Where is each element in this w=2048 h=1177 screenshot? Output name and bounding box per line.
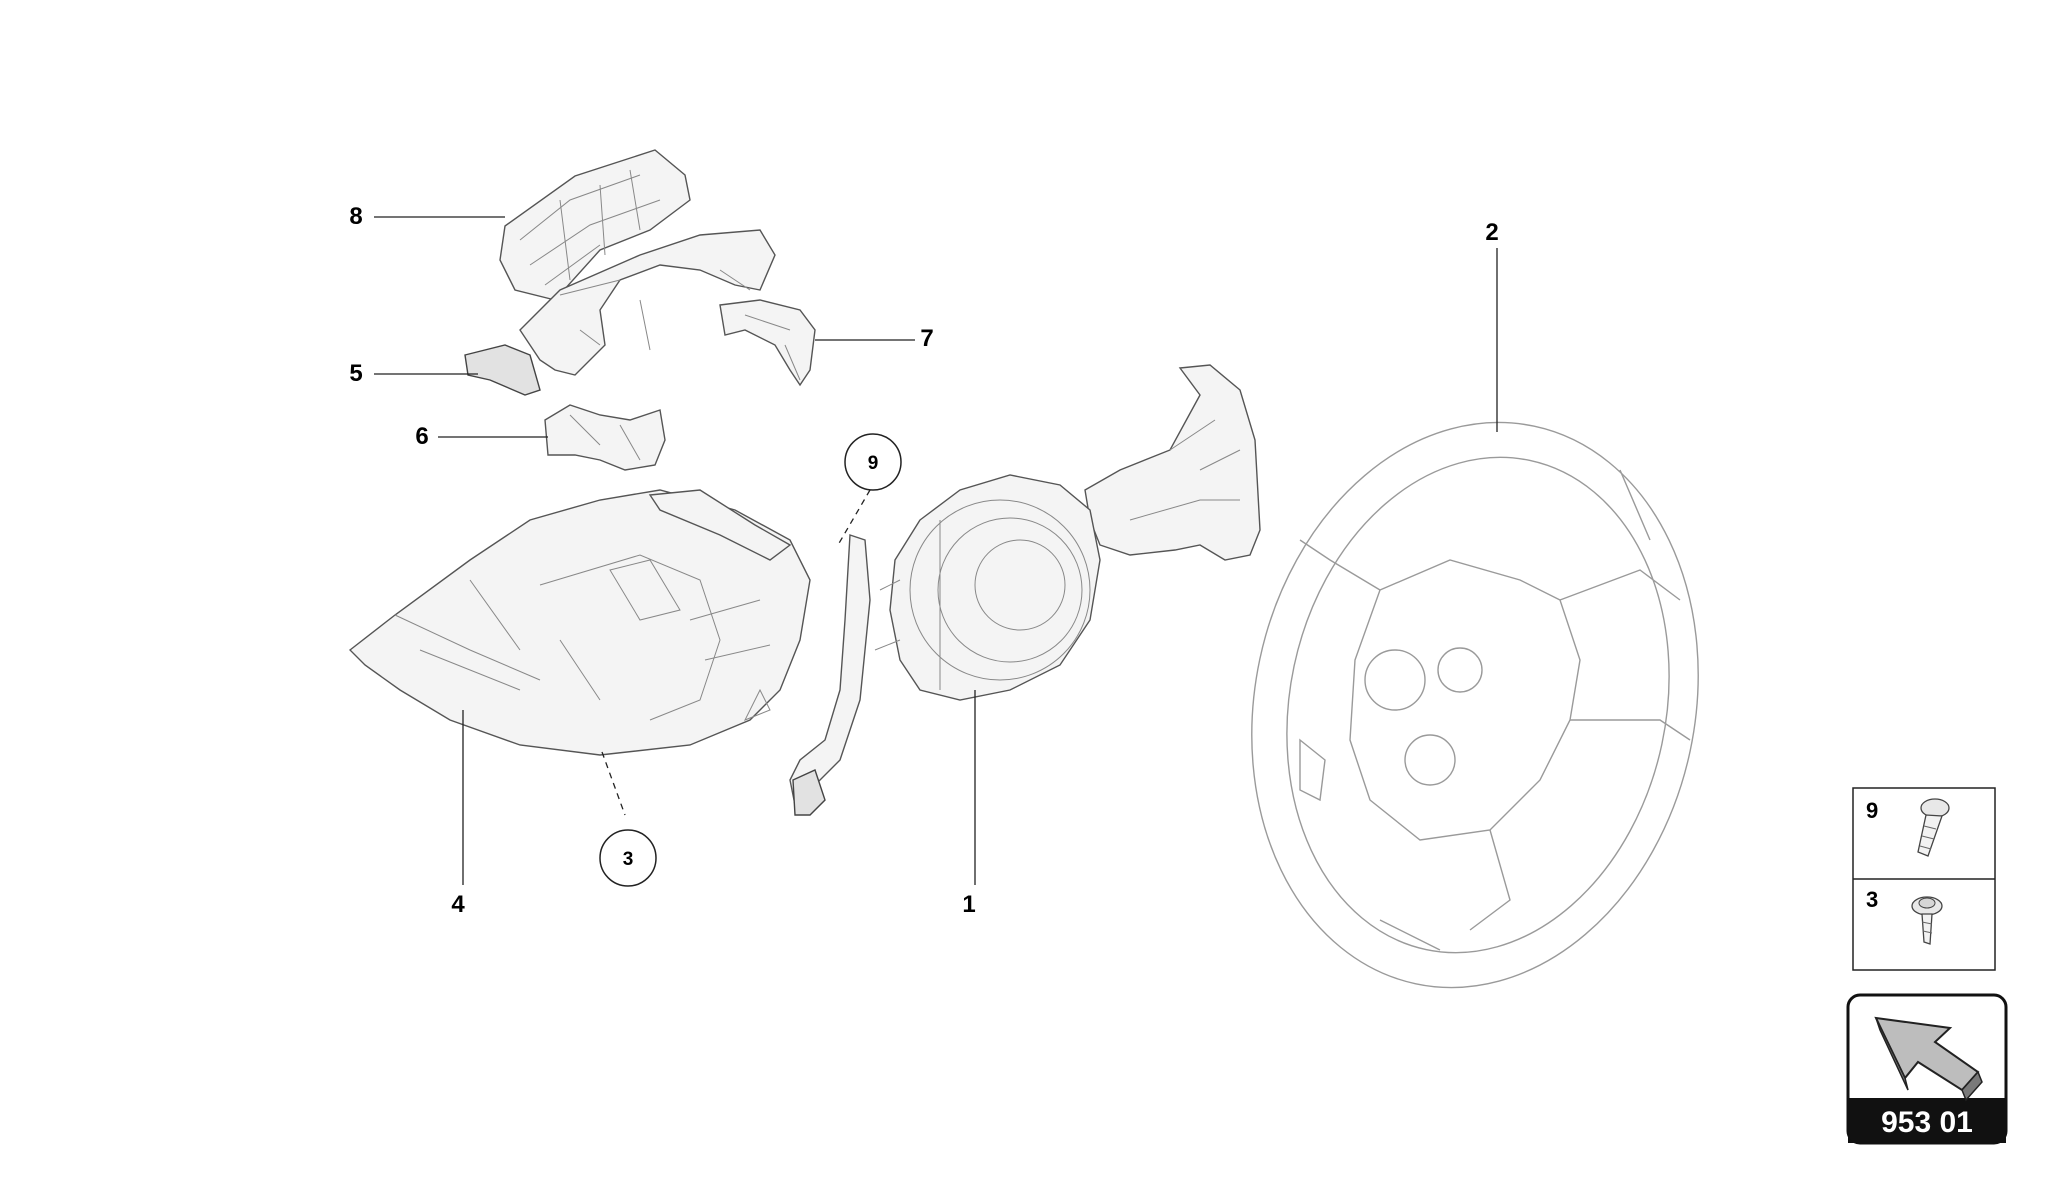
svg-text:3: 3 xyxy=(623,849,634,870)
callout-4: 4 xyxy=(451,891,465,918)
upper-steering-shroud xyxy=(519,229,776,376)
callout-1: 1 xyxy=(962,891,975,918)
svg-text:9: 9 xyxy=(868,453,879,474)
part-5-trim-clip xyxy=(464,344,541,396)
circled-callout-3: 3 xyxy=(599,829,657,887)
callout-7: 7 xyxy=(920,325,933,352)
callout-5: 5 xyxy=(349,360,362,387)
part-8-upper-trim-cover xyxy=(499,149,691,301)
legend-label-9: 9 xyxy=(1866,798,1878,823)
flanged-screw-icon xyxy=(1911,896,1943,945)
part-1-steering-column-switch xyxy=(789,364,1261,816)
navigation-arrow-icon xyxy=(1874,1016,1983,1102)
callout-8: 8 xyxy=(349,203,362,230)
callout-2: 2 xyxy=(1485,219,1498,246)
reference-label: 953 01 xyxy=(1881,1106,1973,1139)
fastener-legend: 9 3 xyxy=(1852,787,1996,971)
reference-navigation-box[interactable]: 953 01 xyxy=(1846,993,2008,1145)
screw-icon xyxy=(1917,798,1950,857)
part-6-lower-trim-piece xyxy=(544,404,666,471)
part-7-side-trim xyxy=(719,299,816,387)
legend-label-3: 3 xyxy=(1866,887,1878,912)
leader-lines xyxy=(374,216,1498,885)
circled-callout-9: 9 xyxy=(844,433,902,491)
part-2-steering-wheel xyxy=(1251,421,1699,989)
part-4-lower-steering-shroud xyxy=(348,489,811,756)
callout-6: 6 xyxy=(415,423,428,450)
